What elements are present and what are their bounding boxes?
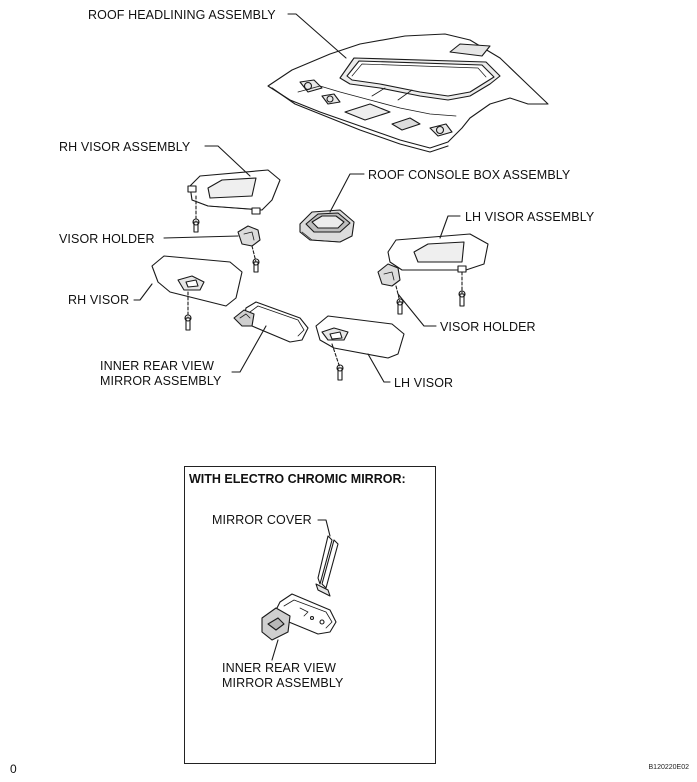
leader-mirror-cover bbox=[318, 520, 330, 536]
roof-headlining-part bbox=[268, 34, 548, 152]
leader-visor-holder-left bbox=[164, 236, 238, 238]
roof-console-box-part bbox=[300, 210, 354, 242]
label-inner-mirror-line2: MIRROR ASSEMBLY bbox=[100, 374, 222, 388]
inset-title: WITH ELECTRO CHROMIC MIRROR: bbox=[189, 472, 406, 486]
leader-lh-visor bbox=[368, 354, 390, 382]
label-lh-visor-assembly: LH VISOR ASSEMBLY bbox=[465, 210, 595, 224]
leader-visor-holder-right bbox=[398, 294, 436, 326]
label-roof-headlining: ROOF HEADLINING ASSEMBLY bbox=[88, 8, 276, 22]
lh-visor-assembly-part bbox=[388, 234, 488, 306]
label-rh-visor-assembly: RH VISOR ASSEMBLY bbox=[59, 140, 191, 154]
leader-roof-headlining bbox=[288, 14, 346, 58]
leader-rh-visor bbox=[134, 284, 152, 300]
lh-visor-part bbox=[316, 316, 404, 380]
visor-holder-right-part bbox=[378, 264, 403, 314]
page-number: 0 bbox=[10, 762, 17, 776]
leader-roof-console bbox=[330, 174, 364, 212]
label-visor-holder-right: VISOR HOLDER bbox=[440, 320, 536, 334]
leader-inset-inner-mirror bbox=[272, 640, 278, 660]
leader-inner-mirror bbox=[232, 326, 266, 372]
label-rh-visor: RH VISOR bbox=[68, 293, 130, 307]
inset-inner-mirror-part bbox=[262, 594, 336, 640]
leader-lh-visor-assembly bbox=[440, 216, 460, 238]
rh-visor-part bbox=[152, 256, 242, 330]
mirror-cover-part bbox=[316, 536, 338, 596]
label-lh-visor: LH VISOR bbox=[394, 376, 454, 390]
label-inset-inner-mirror-line2: MIRROR ASSEMBLY bbox=[222, 676, 344, 690]
inner-mirror-part bbox=[234, 302, 308, 342]
rh-visor-assembly-part bbox=[188, 170, 280, 232]
label-inset-inner-mirror-line1: INNER REAR VIEW bbox=[222, 661, 337, 675]
inset-box bbox=[184, 466, 436, 764]
label-roof-console-box: ROOF CONSOLE BOX ASSEMBLY bbox=[368, 168, 571, 182]
label-mirror-cover: MIRROR COVER bbox=[212, 513, 312, 527]
visor-holder-left-part bbox=[238, 226, 260, 272]
label-visor-holder-left: VISOR HOLDER bbox=[59, 232, 155, 246]
figure-code: B120220E02 bbox=[648, 764, 689, 771]
label-inner-mirror-line1: INNER REAR VIEW bbox=[100, 359, 215, 373]
leader-rh-visor-assembly bbox=[205, 146, 250, 176]
